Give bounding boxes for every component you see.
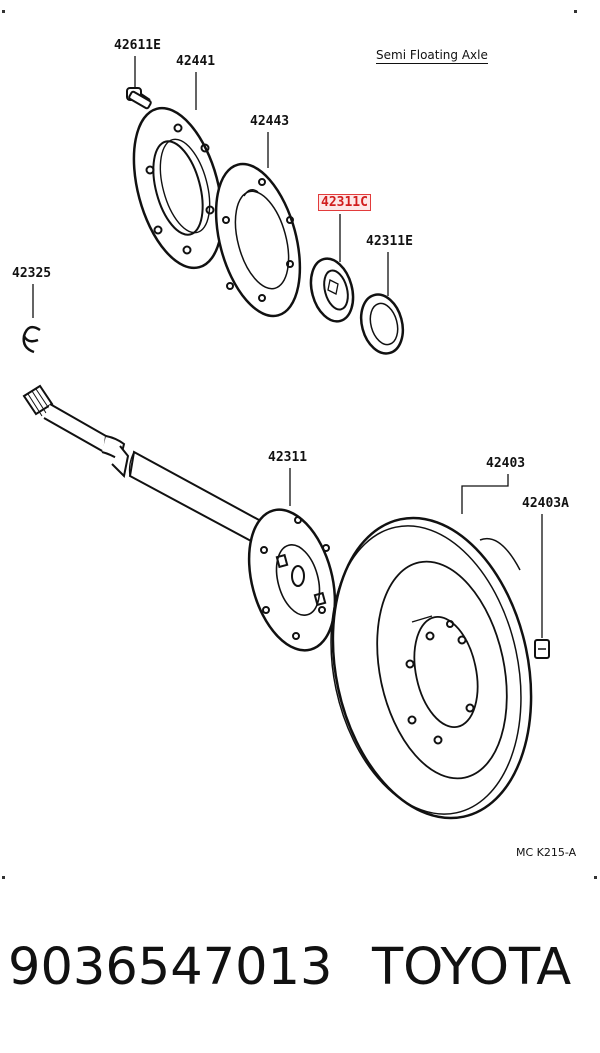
label-42403A[interactable]: 42403A [522, 496, 569, 511]
label-42311E[interactable]: 42311E [366, 234, 413, 249]
label-42443[interactable]: 42443 [250, 114, 290, 129]
clip-42325 [22, 325, 41, 354]
frame-corner-tl [2, 10, 5, 13]
leader-42403 [461, 474, 509, 514]
label-42441[interactable]: 42441 [176, 54, 216, 69]
brake-drum-42403 [330, 516, 533, 820]
diagram-title-note: Semi Floating Axle [376, 48, 488, 64]
gasket-42443 [214, 162, 302, 318]
label-42611E[interactable]: 42611E [114, 38, 161, 53]
label-42403[interactable]: 42403 [486, 456, 526, 471]
bearing-42311C [309, 257, 355, 323]
label-42325[interactable]: 42325 [12, 266, 52, 281]
brand-name: TOYOTA [372, 938, 572, 997]
plug-42403A [534, 639, 550, 659]
label-42311C-highlighted[interactable]: 42311C [318, 194, 371, 211]
axle-flange [247, 508, 337, 652]
bolt-42611E [126, 87, 152, 110]
axle-shaft-42311 [22, 384, 272, 550]
footer-caption: 9036547013 TOYOTA [0, 930, 600, 1020]
part-number: 9036547013 [8, 938, 333, 997]
exploded-view-drawing [22, 56, 550, 820]
parts-diagram: Semi Floating Axle 42611E 42441 42443 42… [2, 10, 597, 879]
frame-corner-tr [574, 10, 577, 13]
oil-seal-42311E [359, 293, 405, 355]
frame-corner-bl [2, 876, 5, 879]
retainer-plate-42441 [132, 106, 224, 270]
reference-code: MC K215-A [516, 846, 577, 859]
label-42311[interactable]: 42311 [268, 450, 308, 465]
frame-corner-br [594, 876, 597, 879]
